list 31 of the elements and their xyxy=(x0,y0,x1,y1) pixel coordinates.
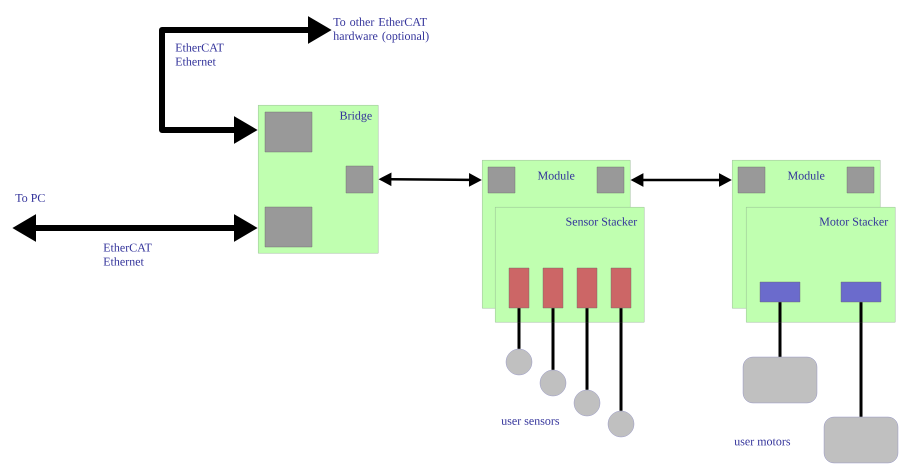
cable-line xyxy=(552,322,554,370)
sensor xyxy=(608,410,634,438)
sensor-connector xyxy=(610,268,632,322)
motor-connector xyxy=(760,282,800,322)
sensor-connector xyxy=(542,268,564,322)
edge-label: EtherCAT Ethernet xyxy=(104,243,152,266)
port-block xyxy=(264,206,312,248)
motor-connector xyxy=(840,282,882,322)
port-block xyxy=(488,166,516,194)
caption-text: To PC xyxy=(15,194,45,202)
port-block xyxy=(738,166,766,194)
edge-label: EtherCAT Ethernet xyxy=(176,43,224,66)
sensor xyxy=(540,370,566,396)
sensor xyxy=(506,348,532,376)
caption-text: user motors xyxy=(734,438,790,446)
cable-line xyxy=(860,322,862,417)
sensor-connector xyxy=(508,268,530,322)
cable-line xyxy=(586,322,588,390)
cable-line xyxy=(778,322,782,357)
cable-line xyxy=(620,322,622,411)
port-block xyxy=(596,166,624,194)
motor xyxy=(742,356,818,404)
motor xyxy=(824,416,898,464)
port-block xyxy=(346,166,374,194)
port-block xyxy=(846,166,874,194)
sensor xyxy=(574,390,600,416)
destination-text: To other EtherCAT hardware (optional) xyxy=(333,18,429,42)
port-block xyxy=(264,112,312,152)
sensor-connector xyxy=(576,268,598,322)
caption-text: user sensors xyxy=(501,419,560,425)
cable-line xyxy=(518,322,520,349)
